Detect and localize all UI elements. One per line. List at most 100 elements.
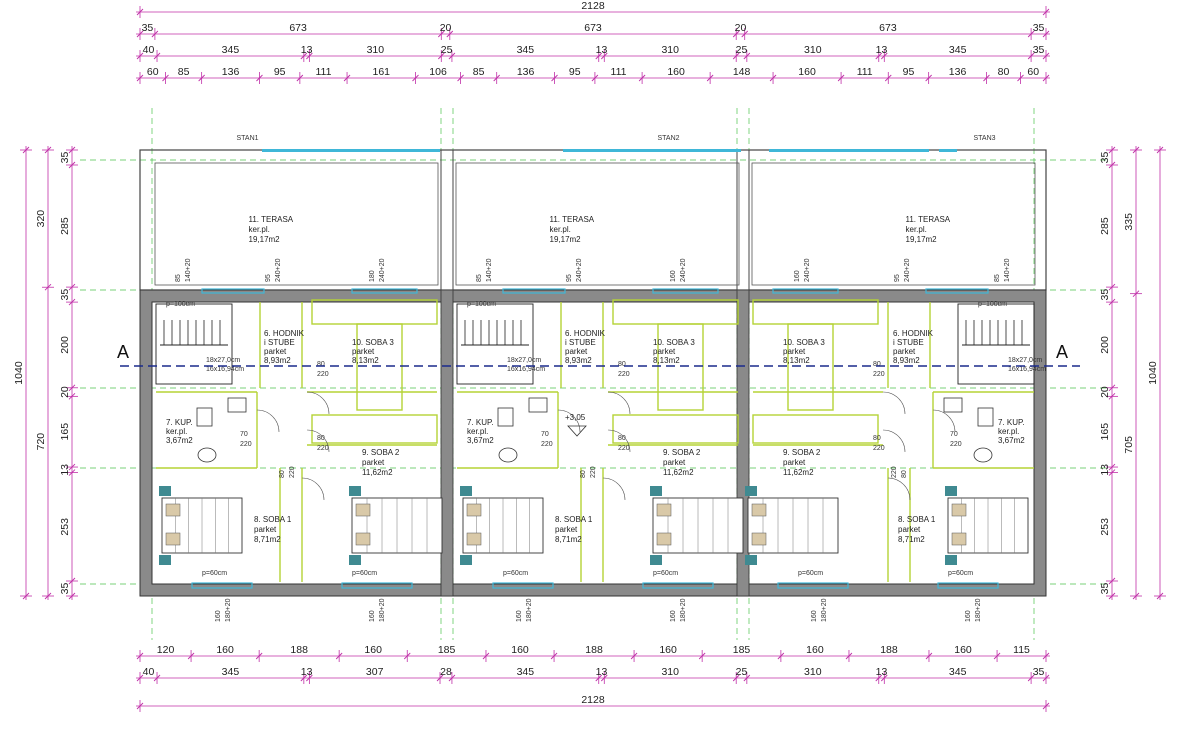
nightstand	[650, 555, 662, 565]
dim-bottom-row1-slash	[993, 652, 1001, 660]
dim-top-row1-slash	[151, 30, 159, 38]
party-wall-1	[440, 289, 454, 597]
dim-right-inner-slash	[1108, 146, 1116, 154]
window-mark-top: 95	[566, 274, 573, 282]
washbasin-icon	[528, 397, 548, 413]
bed-soba1	[945, 486, 1029, 565]
dim-bottom-row1-slash	[550, 652, 558, 660]
room-label-hodnik: parket	[264, 347, 287, 356]
dim-right-inner-slash	[1108, 161, 1116, 169]
window-bottom	[191, 582, 253, 589]
room-label-soba3: 10. SOBA 3	[352, 338, 394, 347]
window-mark-top: 85	[476, 274, 483, 282]
dim-bottom-row1-value: 160	[954, 644, 972, 656]
room-label-soba3: parket	[653, 347, 676, 356]
dim-bottom-row2-slash	[595, 674, 603, 682]
level-mark-text: +3,05	[565, 413, 586, 422]
toilet-icon	[497, 407, 514, 427]
nightstand	[745, 486, 757, 496]
dim-top-row3-value: 136	[517, 66, 535, 78]
dim-bottom-row2-value: 13	[301, 666, 313, 678]
bathroom-fixtures	[943, 397, 994, 463]
nightstand	[650, 486, 662, 496]
dim-top-row3-value: 95	[569, 66, 581, 78]
dim-right-inner-value: 20	[1099, 386, 1111, 398]
dim-bottom-row1-slash	[925, 652, 933, 660]
room-label-soba3: 10. SOBA 3	[783, 338, 825, 347]
dim-left-inner-value: 253	[59, 518, 71, 536]
dim-top-row3-slash	[457, 74, 464, 82]
door-swing	[306, 391, 330, 415]
dim-top-row2-value: 35	[1033, 44, 1045, 56]
dim-bottom-row1-value: 160	[216, 644, 234, 656]
dim-right-inner-value: 35	[1099, 583, 1111, 595]
dim-top-row3-slash	[551, 74, 558, 82]
window-mark-bottom: 180+20	[975, 598, 982, 622]
dim-top-row3-slash	[198, 74, 205, 82]
bed-soba2	[745, 486, 839, 565]
room-label-kup: 3,67m2	[998, 436, 1025, 445]
pillow	[355, 532, 371, 546]
dim-top-row1-value: 673	[584, 22, 602, 34]
dim-bottom-row1-value: 115	[1013, 644, 1030, 656]
door-swing	[882, 391, 906, 415]
dim-top-row1-value: 20	[735, 22, 747, 34]
window-top	[351, 288, 418, 294]
dim-top-row3-slash	[837, 74, 845, 82]
window-mark-top: 160	[670, 270, 677, 282]
dim-bottom-row2-value: 345	[222, 666, 240, 678]
window-mark-top: 180	[369, 270, 376, 282]
room-label-kup: ker.pl.	[998, 427, 1019, 436]
dim-top-row1-value: 673	[289, 22, 307, 34]
window-mark-bottom: 180+20	[821, 598, 828, 622]
door-mark: 80	[317, 361, 325, 368]
dim-bottom-row1-value: 160	[659, 644, 677, 656]
dim-bottom-row2-slash	[136, 674, 144, 682]
section-marker-right: A	[1056, 342, 1068, 362]
dim-top-row3-value: 148	[733, 66, 751, 78]
unit-name: STAN2	[658, 135, 680, 142]
door-mark: 220	[240, 441, 252, 448]
dim-bottom-row1-slash	[777, 652, 785, 660]
dim-bottom-row2-slash	[880, 674, 888, 682]
window-bottom	[777, 582, 849, 589]
window-bottom	[492, 582, 554, 589]
dim-bottom-row2-slash	[153, 674, 161, 682]
room-label-soba2: parket	[362, 458, 385, 467]
pillow	[165, 532, 181, 546]
door-mark: 220	[873, 371, 885, 378]
dim-top-row2-slash	[437, 52, 445, 60]
shower-icon	[197, 447, 217, 463]
window-mark-top: 95	[894, 274, 901, 282]
door-mark: 220	[541, 441, 553, 448]
dim-bottom-row2-value: 345	[517, 666, 535, 678]
door-swing	[557, 409, 581, 433]
window-mark-top: 95	[265, 274, 272, 282]
dim-top-row1-slash	[741, 30, 749, 38]
room-label-hodnik: 8,93m2	[893, 356, 920, 365]
room-label-soba1: 8,71m2	[898, 535, 925, 544]
window-bottom	[341, 582, 413, 589]
room-label-hodnik: parket	[565, 347, 588, 356]
section-marker-left: A	[117, 342, 129, 362]
dim-top-row1-slash	[1042, 30, 1050, 38]
room-label-soba3: parket	[352, 347, 375, 356]
dim-top-row2-value: 13	[876, 44, 888, 56]
dim-top-row2-value: 25	[441, 44, 453, 56]
dim-right-mid-slash	[1132, 146, 1140, 154]
window-mark-top: 240+20	[275, 258, 282, 282]
terrace-label: 11. TERASA	[550, 215, 595, 224]
dim-top-row2-value: 310	[804, 44, 822, 56]
dim-left-inner-slash	[68, 384, 76, 392]
room-label-soba2: parket	[663, 458, 686, 467]
dim-top-row2-slash	[153, 52, 161, 60]
terrace-label: 19,17m2	[550, 235, 582, 244]
room-label-hodnik: 8,93m2	[565, 356, 592, 365]
dim-top-row3-value: 60	[1027, 66, 1039, 78]
dim-top-row3-slash	[493, 74, 501, 82]
dim-top-row2-value: 40	[143, 44, 155, 56]
dim-bottom-row1-value: 188	[585, 644, 603, 656]
dim-left-inner-slash	[68, 283, 76, 291]
dim-left-inner-slash	[68, 298, 76, 306]
